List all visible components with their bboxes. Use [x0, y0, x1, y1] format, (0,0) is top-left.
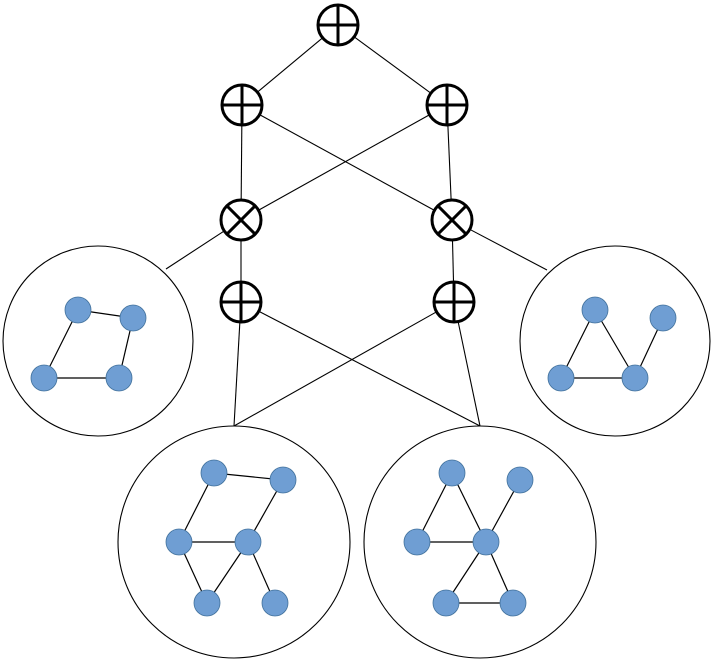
- graph-left-vertex: [119, 304, 147, 332]
- graph-bottom-right-vertex: [499, 589, 527, 617]
- graph-containers: [2, 245, 711, 659]
- connection-product-right-to-graph-right: [469, 228, 548, 271]
- graph-right-container: [519, 245, 711, 437]
- graph-bottom-left-vertex: [261, 589, 289, 617]
- connection-lines: [165, 36, 548, 427]
- graph-left-circle: [2, 245, 194, 437]
- graph-left-container: [2, 245, 194, 437]
- graph-right-circle: [519, 245, 711, 437]
- graph-bottom-left-vertex: [234, 528, 262, 556]
- product-right-diagonal-stroke: [436, 204, 468, 236]
- graph-bottom-left-vertex: [269, 466, 297, 494]
- sum-top-plus-icon: [316, 3, 360, 47]
- product-left-diagonal-stroke: [225, 204, 257, 236]
- graph-right-vertex: [621, 364, 649, 392]
- graph-right-vertex: [649, 304, 677, 332]
- connection-sum-low-left-to-graph-bottom-left: [233, 321, 241, 427]
- graph-bottom-right-vertex: [506, 466, 534, 494]
- connection-sum-mid-left-to-product-right: [259, 114, 435, 211]
- connection-sum-top-to-sum-mid-left: [257, 37, 323, 93]
- graph-left-vertex: [30, 364, 58, 392]
- graph-left-vertex: [64, 296, 92, 324]
- graph-bottom-left-vertex: [193, 589, 221, 617]
- graph-bottom-left-container: [117, 425, 351, 659]
- product-left-times-icon: [219, 198, 263, 242]
- graph-right-vertex: [581, 296, 609, 324]
- sum-low-right-plus-icon: [432, 280, 476, 324]
- graph-bottom-right-container: [363, 425, 597, 659]
- graph-bottom-right-vertex: [403, 528, 431, 556]
- connection-sum-top-to-sum-mid-right: [353, 36, 432, 94]
- connection-sum-mid-right-to-product-right: [447, 124, 452, 201]
- connection-sum-low-left-to-graph-bottom-right: [258, 310, 481, 427]
- graph-right-vertex: [547, 364, 575, 392]
- product-right-times-icon: [430, 198, 474, 242]
- graph-left-vertex: [105, 364, 133, 392]
- connection-sum-low-right-to-graph-bottom-right: [457, 321, 481, 427]
- sum-low-left-plus-icon: [219, 280, 263, 324]
- graph-bottom-left-vertex: [200, 459, 228, 487]
- graph-bottom-left-vertex: [165, 528, 193, 556]
- connection-sum-mid-left-to-product-left: [240, 124, 243, 201]
- sum-mid-right-plus-icon: [425, 83, 469, 127]
- operator-nodes: [219, 3, 476, 324]
- graph-bottom-right-vertex: [472, 528, 500, 556]
- connection-sum-low-right-to-graph-bottom-left: [233, 311, 437, 427]
- connection-product-left-to-graph-left: [165, 230, 225, 270]
- sum-mid-left-plus-icon: [220, 83, 264, 127]
- connection-sum-mid-right-to-product-left: [258, 114, 430, 211]
- graph-bottom-right-vertex: [432, 589, 460, 617]
- graph-bottom-right-vertex: [438, 459, 466, 487]
- connection-product-right-to-sum-low-right: [451, 239, 455, 283]
